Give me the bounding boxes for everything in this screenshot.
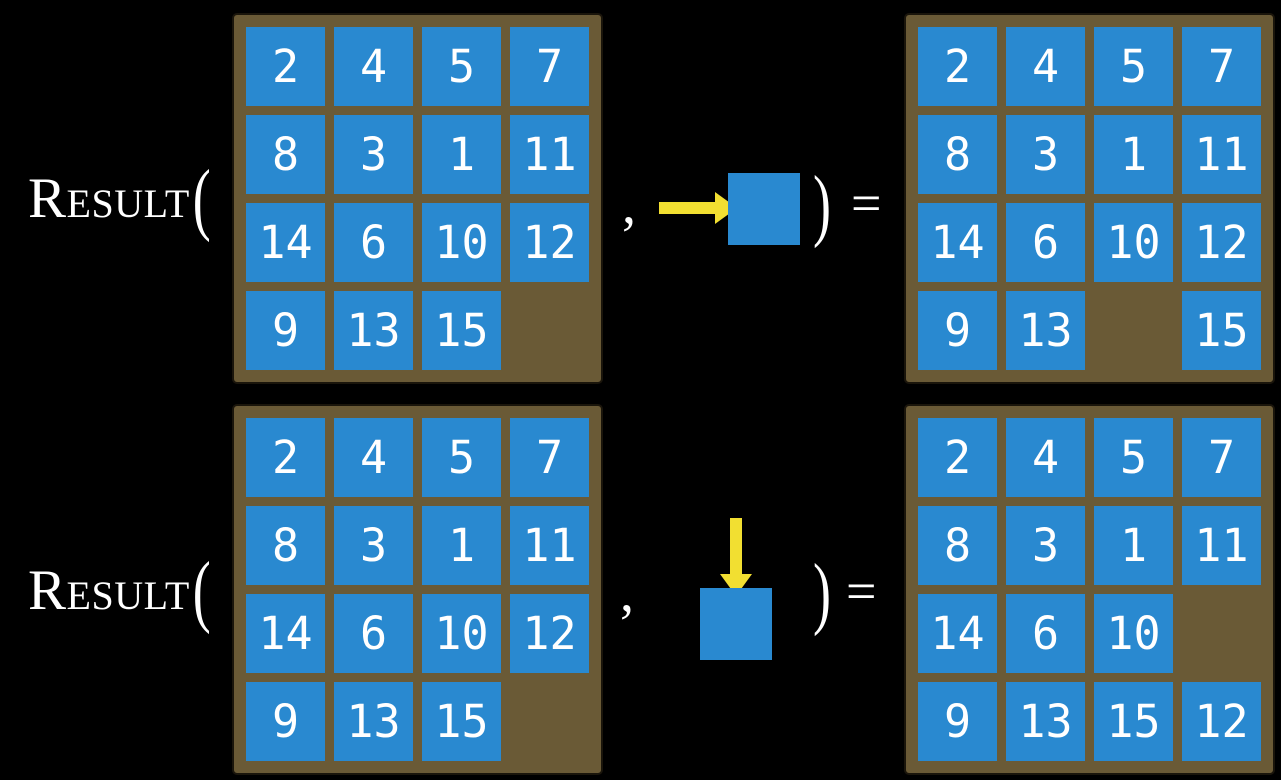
close-paren: ) [813, 159, 831, 249]
equals-sign: = [846, 561, 877, 621]
tile: 2 [246, 27, 325, 106]
tile: 4 [334, 27, 413, 106]
tile: 14 [246, 594, 325, 673]
tile: 7 [1182, 418, 1261, 497]
tile: 8 [918, 115, 997, 194]
empty-cell [1094, 291, 1173, 370]
tile: 3 [1006, 115, 1085, 194]
empty-cell [510, 291, 589, 370]
tile: 3 [334, 506, 413, 585]
tile: 8 [918, 506, 997, 585]
tile: 1 [422, 506, 501, 585]
tile: 6 [1006, 594, 1085, 673]
tile: 7 [510, 27, 589, 106]
tile: 11 [1182, 115, 1261, 194]
tile: 7 [1182, 27, 1261, 106]
tile: 12 [510, 203, 589, 282]
tile: 12 [1182, 203, 1261, 282]
empty-cell [510, 682, 589, 761]
comma: , [620, 562, 634, 624]
open-paren: ( [192, 545, 211, 635]
tile: 9 [246, 682, 325, 761]
tile: 2 [246, 418, 325, 497]
tile: 15 [1094, 682, 1173, 761]
tile: 11 [510, 506, 589, 585]
tile: 11 [510, 115, 589, 194]
tile: 2 [918, 418, 997, 497]
moved-tile-square [700, 588, 772, 660]
tile: 15 [422, 682, 501, 761]
tile: 5 [1094, 418, 1173, 497]
tile: 1 [1094, 506, 1173, 585]
formula-result-2: Result ( [28, 545, 211, 635]
tile: 5 [1094, 27, 1173, 106]
tile: 12 [510, 594, 589, 673]
tile: 3 [334, 115, 413, 194]
tile: 2 [918, 27, 997, 106]
tile: 1 [1094, 115, 1173, 194]
tile: 13 [1006, 291, 1085, 370]
tile: 4 [334, 418, 413, 497]
close-paren: ) [813, 547, 831, 637]
tile: 6 [334, 594, 413, 673]
tile: 8 [246, 115, 325, 194]
formula-result-1: Result ( [28, 153, 211, 243]
tile: 4 [1006, 27, 1085, 106]
tile: 13 [1006, 682, 1085, 761]
arrow-down-icon [720, 518, 752, 596]
function-name: Result [28, 558, 190, 622]
tile: 8 [246, 506, 325, 585]
tile: 9 [246, 291, 325, 370]
tile: 11 [1182, 506, 1261, 585]
tile: 14 [918, 203, 997, 282]
tile: 4 [1006, 418, 1085, 497]
tile: 14 [918, 594, 997, 673]
tile: 13 [334, 682, 413, 761]
tile: 9 [918, 682, 997, 761]
empty-cell [1182, 594, 1261, 673]
tile: 15 [1182, 291, 1261, 370]
tile: 1 [422, 115, 501, 194]
tile: 10 [1094, 203, 1173, 282]
tile: 9 [918, 291, 997, 370]
tile: 6 [1006, 203, 1085, 282]
arrow-right-icon [659, 192, 737, 224]
tile: 13 [334, 291, 413, 370]
open-paren: ( [192, 153, 211, 243]
equals-sign: = [851, 173, 882, 233]
tile: 10 [422, 594, 501, 673]
function-name: Result [28, 166, 190, 230]
tile: 5 [422, 418, 501, 497]
tile: 15 [422, 291, 501, 370]
tile: 7 [510, 418, 589, 497]
tile: 3 [1006, 506, 1085, 585]
tile: 12 [1182, 682, 1261, 761]
comma: , [622, 174, 636, 236]
moved-tile-square [728, 173, 800, 245]
tile: 5 [422, 27, 501, 106]
tile: 6 [334, 203, 413, 282]
tile: 10 [422, 203, 501, 282]
tile: 14 [246, 203, 325, 282]
tile: 10 [1094, 594, 1173, 673]
